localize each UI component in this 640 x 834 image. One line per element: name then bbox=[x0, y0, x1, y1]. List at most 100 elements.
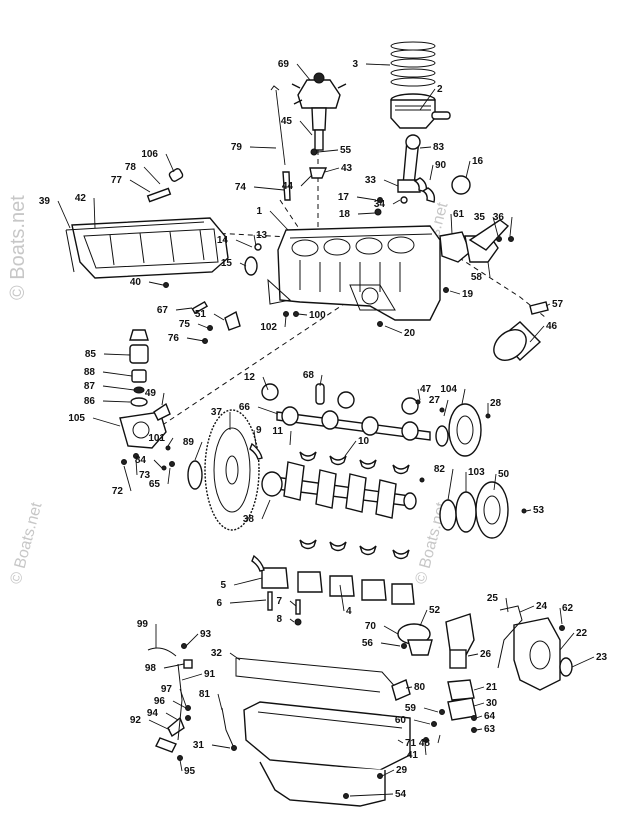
callout-54: 54 bbox=[395, 789, 407, 800]
leader-line-43 bbox=[324, 167, 340, 173]
callout-41: 41 bbox=[407, 750, 419, 761]
leader-line-106 bbox=[165, 153, 175, 173]
leader-line-2 bbox=[419, 88, 436, 111]
leader-line-93 bbox=[185, 633, 199, 647]
crank-timing-gear bbox=[439, 499, 457, 531]
callout-53: 53 bbox=[533, 505, 545, 516]
leader-line-11 bbox=[289, 430, 292, 446]
callout-4: 4 bbox=[346, 606, 352, 617]
thrust-bearing-lower bbox=[251, 554, 265, 572]
piston-rings bbox=[390, 41, 436, 87]
main-cap-washer bbox=[294, 618, 302, 626]
callout-92: 92 bbox=[130, 715, 142, 726]
cam-bearing-2 bbox=[337, 391, 355, 409]
watermark-lower-left: © Boats.net bbox=[7, 500, 45, 586]
leader-line-95 bbox=[179, 759, 183, 772]
callout-35: 35 bbox=[474, 212, 486, 223]
leader-line-81 bbox=[217, 693, 223, 711]
leader-line-102 bbox=[284, 315, 287, 328]
callout-11: 11 bbox=[272, 426, 283, 437]
leader-line-21 bbox=[473, 686, 485, 691]
main-bearings-lower bbox=[299, 539, 410, 560]
leader-line-80 bbox=[405, 686, 413, 689]
leader-line-72 bbox=[123, 465, 132, 492]
callout-58: 58 bbox=[471, 272, 483, 283]
callout-37: 37 bbox=[211, 407, 223, 418]
leader-line-32 bbox=[229, 652, 241, 661]
leader-line-77 bbox=[129, 179, 151, 193]
dipstick-tube bbox=[282, 171, 291, 201]
leader-line-38 bbox=[261, 499, 271, 520]
leader-line-75 bbox=[197, 323, 209, 329]
bolt-54 bbox=[343, 793, 349, 799]
callout-97: 97 bbox=[161, 684, 173, 695]
leader-line-50 bbox=[493, 473, 497, 491]
leader-line-90 bbox=[429, 164, 434, 181]
leader-line-7 bbox=[289, 600, 297, 607]
thermostat-bolt bbox=[496, 236, 502, 242]
leader-line-66 bbox=[257, 406, 279, 415]
callout-52: 52 bbox=[429, 605, 441, 616]
callout-31: 31 bbox=[193, 740, 205, 751]
rod-bearing bbox=[413, 177, 428, 193]
leader-line-60 bbox=[413, 719, 431, 725]
fuel-pump-fitting bbox=[191, 300, 209, 315]
leader-line-40 bbox=[148, 281, 164, 286]
leader-line-19 bbox=[449, 290, 461, 295]
leader-line-96 bbox=[172, 700, 187, 709]
leader-line-67 bbox=[175, 307, 193, 311]
pin-101 bbox=[165, 445, 171, 451]
leader-line-10 bbox=[344, 440, 357, 457]
callout-84: 84 bbox=[135, 455, 147, 466]
callout-40: 40 bbox=[130, 277, 142, 288]
leader-line-94 bbox=[165, 712, 179, 721]
bolt-28 bbox=[485, 413, 491, 419]
callout-49: 49 bbox=[145, 388, 157, 399]
callout-5: 5 bbox=[220, 580, 226, 591]
assembly-line-valve-cover bbox=[94, 226, 291, 238]
leader-line-51 bbox=[213, 313, 225, 321]
leader-line-15 bbox=[239, 262, 247, 267]
bolt-41 bbox=[423, 737, 429, 743]
camshaft bbox=[276, 406, 431, 441]
oil-line-bracket bbox=[147, 643, 193, 761]
callout-30: 30 bbox=[486, 698, 498, 709]
expansion-plug bbox=[451, 175, 471, 195]
oil-pan-gasket bbox=[235, 657, 399, 700]
callout-59: 59 bbox=[405, 703, 417, 714]
callout-19: 19 bbox=[462, 289, 474, 300]
leader-line-22 bbox=[559, 632, 575, 651]
leader-line-63 bbox=[475, 728, 483, 731]
bolt-100 bbox=[293, 311, 299, 317]
callout-42: 42 bbox=[75, 193, 87, 204]
leader-line-98 bbox=[163, 663, 185, 669]
callout-93: 93 bbox=[200, 629, 212, 640]
leader-line-17 bbox=[356, 196, 377, 201]
piston bbox=[390, 93, 451, 129]
bracket-bolt bbox=[207, 325, 213, 331]
leader-line-84 bbox=[153, 459, 163, 469]
bracket bbox=[224, 310, 241, 331]
leader-line-18 bbox=[357, 212, 376, 215]
callout-83: 83 bbox=[433, 142, 445, 153]
pin-84 bbox=[161, 465, 167, 471]
leader-line-62 bbox=[559, 607, 563, 625]
leader-line-105 bbox=[92, 417, 121, 427]
callout-7: 7 bbox=[276, 596, 282, 607]
callout-32: 32 bbox=[211, 648, 223, 659]
leader-line-53 bbox=[525, 509, 532, 512]
oil-pump-body bbox=[119, 402, 171, 449]
leader-line-12 bbox=[262, 376, 269, 391]
callout-27: 27 bbox=[429, 395, 441, 406]
leader-line-9 bbox=[253, 429, 257, 447]
timing-gear-cam bbox=[448, 403, 482, 457]
timing-cover bbox=[513, 617, 561, 691]
oil-pressure-sender bbox=[529, 301, 549, 315]
bolt-65 bbox=[169, 461, 175, 467]
distributor-clamp bbox=[309, 167, 328, 179]
callout-95: 95 bbox=[184, 766, 196, 777]
callout-29: 29 bbox=[396, 765, 408, 776]
fuel-pump bbox=[397, 623, 433, 656]
pump-spring bbox=[131, 369, 147, 383]
callout-82: 82 bbox=[434, 464, 446, 475]
